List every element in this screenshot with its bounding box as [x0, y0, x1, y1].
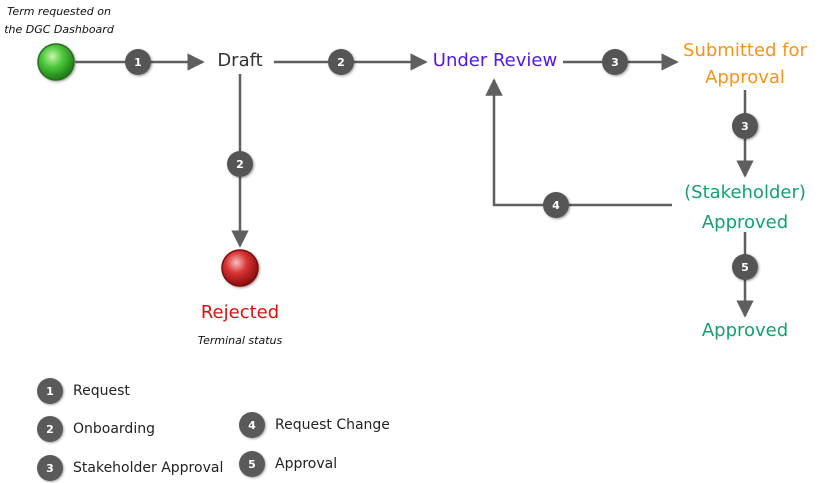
legend-item-stakeholder-approval: 3 Stakeholder Approval [37, 455, 223, 481]
start-note-line2: the DGC Dashboard [4, 23, 114, 36]
legend-label: Onboarding [73, 421, 155, 437]
legend-item-onboarding: 2 Onboarding [37, 416, 155, 442]
state-submitted-line2: Approval [705, 67, 785, 88]
legend-badge: 2 [37, 416, 63, 442]
badge-transition-2: 2 [328, 49, 354, 75]
badge-transition-3-approval: 3 [732, 113, 758, 139]
start-node-icon [37, 43, 75, 81]
badge-number: 2 [337, 56, 345, 69]
state-submitted-line1: Submitted for [683, 40, 807, 61]
state-rejected: Rejected [200, 302, 280, 323]
badge-transition-5: 5 [732, 254, 758, 280]
badge-number: 2 [236, 158, 244, 171]
legend-badge: 3 [37, 455, 63, 481]
badge-number: 1 [134, 56, 142, 69]
badge-number: 4 [552, 199, 560, 212]
badge-number: 5 [741, 261, 749, 274]
rejected-node-icon [221, 249, 259, 287]
legend-item-request-change: 4 Request Change [239, 412, 390, 438]
badge-number: 3 [611, 56, 619, 69]
start-note: Term requested on the DGC Dashboard [4, 3, 114, 39]
legend-badge: 4 [239, 412, 265, 438]
legend-item-approval: 5 Approval [239, 451, 337, 477]
state-stakeholder-line1: (Stakeholder) [684, 182, 806, 203]
arrow-stakeholder-to-under-review [485, 78, 672, 207]
state-stakeholder-line2: Approved [701, 212, 789, 233]
badge-transition-4: 4 [543, 192, 569, 218]
legend-label: Request [73, 383, 130, 399]
badge-number: 3 [741, 120, 749, 133]
legend-label: Request Change [275, 417, 390, 433]
badge-transition-1: 1 [125, 49, 151, 75]
state-draft: Draft [217, 50, 263, 71]
legend-label: Approval [275, 456, 338, 472]
state-approved: Approved [701, 320, 789, 341]
rejected-note: Terminal status [197, 334, 283, 347]
state-under-review: Under Review [432, 50, 558, 71]
legend-badge: 1 [37, 378, 63, 404]
start-note-line1: Term requested on [7, 5, 111, 18]
state-submitted-for-approval: Submitted for Approval [670, 37, 820, 91]
state-stakeholder-approved: (Stakeholder) Approved [670, 178, 820, 238]
legend-item-request: 1 Request [37, 378, 130, 404]
legend-badge: 5 [239, 451, 265, 477]
badge-transition-3: 3 [602, 49, 628, 75]
badge-transition-2-rejected: 2 [227, 151, 253, 177]
legend-label: Stakeholder Approval [73, 460, 224, 476]
